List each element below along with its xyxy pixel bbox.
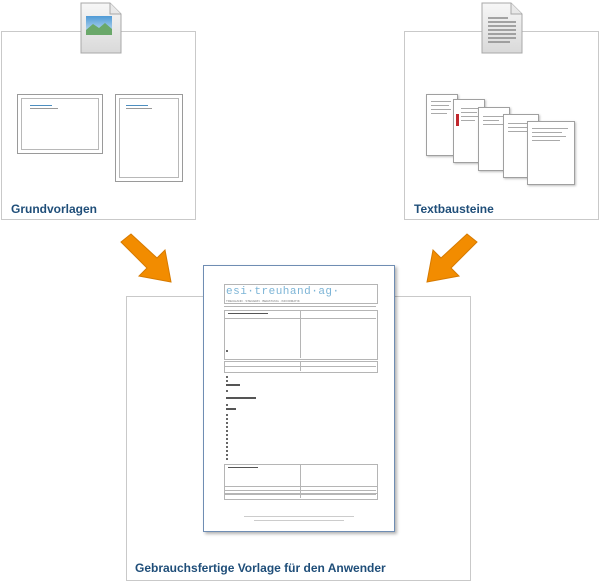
text-page-5 <box>527 121 575 185</box>
template-portrait-thumbnail <box>115 94 183 182</box>
grundvorlagen-label: Grundvorlagen <box>11 202 98 216</box>
arrow-down-left-icon <box>426 233 478 283</box>
textbausteine-label: Textbausteine <box>414 202 494 216</box>
document-tagline: TREUHAND · STEUERN · BERATUNG · INFORMAT… <box>226 299 300 303</box>
document-logo: esi·treuhand·ag· <box>226 286 340 298</box>
image-document-icon <box>80 2 122 54</box>
text-document-icon <box>481 2 523 54</box>
grundvorlagen-panel: Grundvorlagen <box>1 31 196 220</box>
template-landscape-thumbnail <box>17 94 103 154</box>
arrow-down-right-icon <box>120 233 172 283</box>
final-template-document: esi·treuhand·ag· TREUHAND · STEUERN · BE… <box>203 265 395 532</box>
textbausteine-panel: Textbausteine <box>404 31 599 220</box>
gebrauchsfertige-vorlage-label: Gebrauchsfertige Vorlage für den Anwende… <box>135 561 386 575</box>
